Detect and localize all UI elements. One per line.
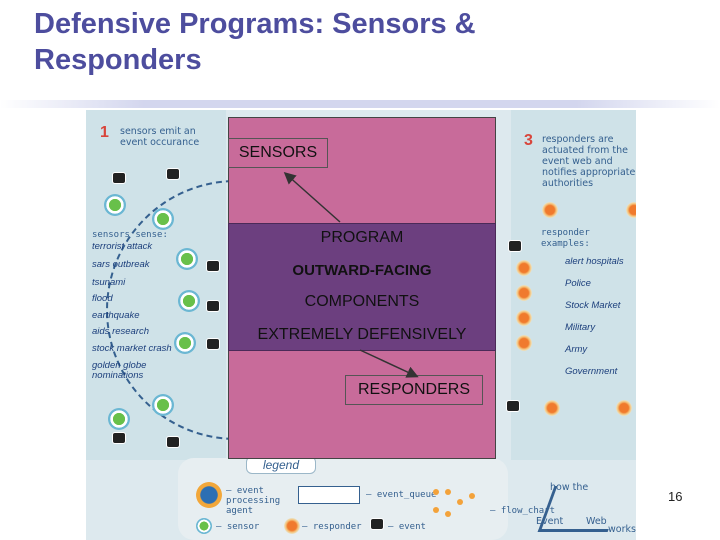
outward-facing-label: OUTWARD-FACING <box>292 262 432 279</box>
step-1-line-1: sensors emit an <box>120 126 196 137</box>
sensors-sense-label: sensors sense: <box>92 230 168 240</box>
components-label: COMPONENTS <box>304 293 420 310</box>
responder-icon <box>516 310 532 326</box>
responder-item: Government <box>565 366 618 377</box>
sensor-item: sars outbreak <box>92 259 150 270</box>
responder-item: Police <box>565 278 591 289</box>
responder-icon <box>616 400 632 416</box>
event-queue-icon <box>298 486 360 504</box>
sensor-icon <box>178 290 200 312</box>
responder-item: Military <box>565 322 596 333</box>
responder-item: Army <box>565 344 588 355</box>
legend-event-text: – event <box>388 522 426 532</box>
sensor-item: aids research <box>92 326 150 337</box>
sensor-icon <box>152 394 174 416</box>
logo-text-web: Web <box>586 516 607 527</box>
step-3-line-5: authorities <box>542 178 594 189</box>
legend-event-icon <box>370 518 384 530</box>
sensor-icon <box>152 208 174 230</box>
sensor-icon <box>108 408 130 430</box>
sensor-icon <box>174 332 196 354</box>
step-3-number: 3 <box>524 132 533 149</box>
responder-icon <box>516 260 532 276</box>
legend-sensor-icon <box>196 518 212 534</box>
step-3-line-3: event web and <box>542 156 613 167</box>
logo-text-works: works <box>608 524 636 535</box>
responder-examples-label-1: responder <box>541 228 590 238</box>
page-number: 16 <box>668 489 683 504</box>
responders-label: RESPONDERS <box>345 375 483 405</box>
sensor-item: flood <box>92 293 113 304</box>
event-icon <box>112 432 126 444</box>
sensor-icon <box>104 194 126 216</box>
legend-flow-text: – flow_chart <box>490 506 556 516</box>
legend-queue-text: – event_queue <box>366 490 437 500</box>
responder-icon <box>544 400 560 416</box>
legend-sensor-text: – sensor <box>216 522 260 532</box>
responder-item: Stock Market <box>565 300 621 311</box>
sensor-item: tsunami <box>92 277 126 288</box>
extremely-defensively-label: EXTREMELY DEFENSIVELY <box>257 326 467 343</box>
legend-agent-line-1: – event <box>226 486 264 496</box>
legend-agent-line-2: processing <box>226 496 281 506</box>
slide-title: Defensive Programs: Sensors & Responders <box>34 8 476 76</box>
responder-icon <box>516 285 532 301</box>
sensor-icon <box>176 248 198 270</box>
step-3-line-1: responders are <box>542 134 614 145</box>
step-3-line-4: notifies appropriate <box>542 167 636 178</box>
responder-icon <box>542 202 558 218</box>
event-icon <box>206 300 220 312</box>
event-icon <box>508 240 522 252</box>
sensor-item: terrorist attack <box>92 241 153 252</box>
legend-agent-line-3: agent <box>226 506 254 516</box>
event-icon <box>166 168 180 180</box>
event-icon <box>166 436 180 448</box>
program-box <box>228 223 496 351</box>
legend-responder-text: – responder <box>302 522 362 532</box>
program-label: PROGRAM <box>320 229 404 246</box>
step-1-line-2: event occurance <box>120 137 200 148</box>
responder-panel <box>511 110 636 460</box>
sensor-item: earthquake <box>92 310 140 321</box>
flow-chart-icon <box>431 485 491 519</box>
responder-item: alert hospitals <box>565 256 624 267</box>
sensor-item: nominations <box>92 370 144 381</box>
legend-responder-icon <box>284 518 300 534</box>
responder-icon <box>516 335 532 351</box>
step-1-number: 1 <box>100 124 109 141</box>
event-icon <box>506 400 520 412</box>
sensor-item: stock market crash <box>92 343 172 354</box>
sensors-label: SENSORS <box>228 138 328 168</box>
step-3-line-2: actuated from the <box>542 145 628 156</box>
logo-text-event: Event <box>536 516 564 527</box>
responder-examples-label-2: examples: <box>541 239 590 249</box>
sensor-item: golden globe <box>92 360 147 371</box>
event-icon <box>206 338 220 350</box>
title-rule <box>0 100 720 108</box>
responder-icon <box>626 202 636 218</box>
logo-text-how: how the <box>550 482 589 493</box>
event-icon <box>112 172 126 184</box>
event-icon <box>206 260 220 272</box>
event-processing-agent-icon <box>196 482 222 508</box>
